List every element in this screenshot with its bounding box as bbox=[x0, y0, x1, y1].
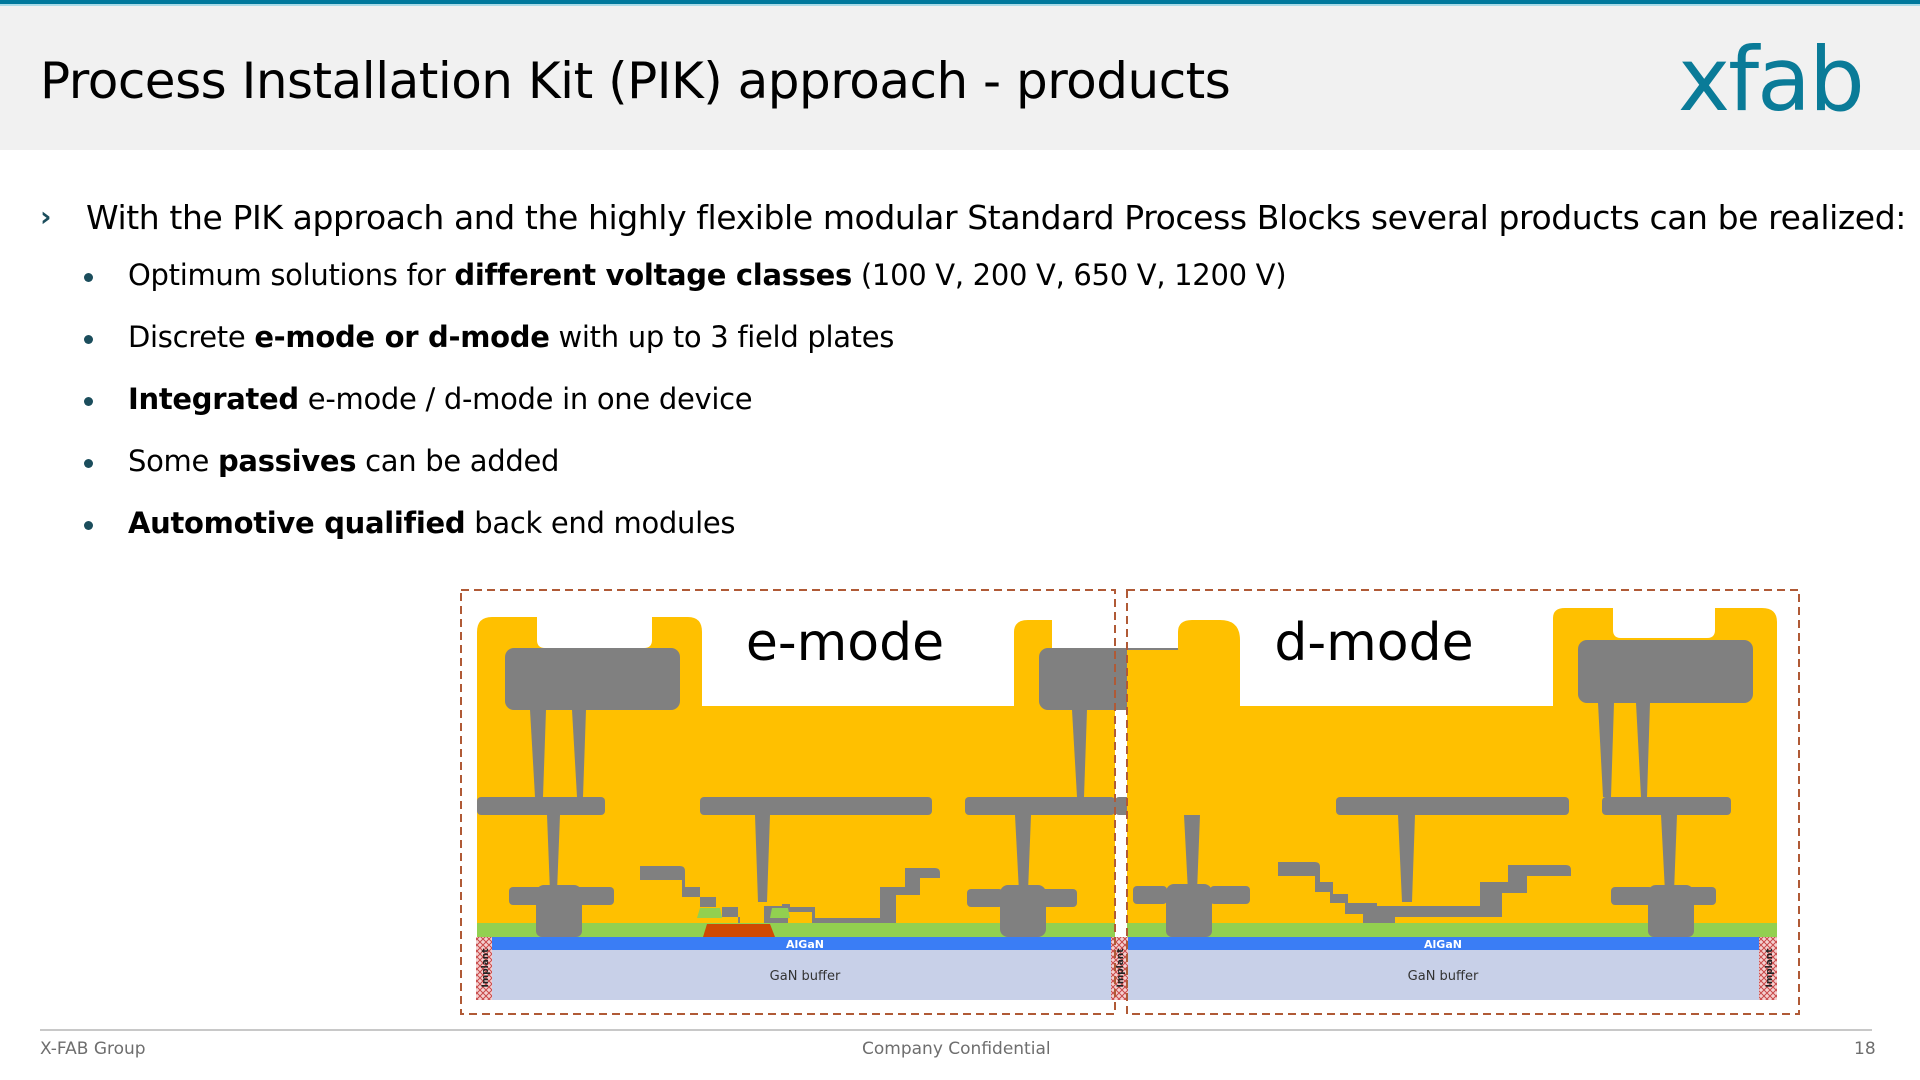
dmode-via bbox=[1661, 815, 1677, 892]
bullet-item: Discrete e-mode or d-mode with up to 3 f… bbox=[0, 320, 1500, 364]
bullet-text: Some passives can be added bbox=[128, 444, 560, 478]
page-number: 18 bbox=[1854, 1039, 1876, 1059]
emode-contact-through-passivation bbox=[536, 915, 582, 937]
bullet-item: Optimum solutions for different voltage … bbox=[0, 258, 1500, 302]
dmode-m1-source bbox=[1133, 886, 1167, 904]
dmode-via bbox=[1398, 815, 1415, 902]
dmode-dashed-frame bbox=[1126, 589, 1800, 1015]
top-accent-bar bbox=[0, 0, 1920, 4]
bullet-dot-icon bbox=[84, 397, 93, 406]
bullet-dot-icon bbox=[84, 459, 93, 468]
dmode-via bbox=[1184, 815, 1200, 892]
dmode-gan-label: GaN buffer bbox=[1408, 969, 1479, 984]
dmode-via bbox=[1636, 703, 1650, 797]
xfab-logo: xfab bbox=[1678, 28, 1865, 131]
footer-divider bbox=[40, 1029, 1872, 1031]
main-bullet: › With the PIK approach and the highly f… bbox=[0, 196, 1920, 246]
emode-passivation bbox=[477, 923, 1115, 937]
emode-m1-drain bbox=[967, 889, 1003, 907]
emode-via bbox=[530, 710, 546, 797]
dmode-gan-buffer bbox=[1127, 950, 1759, 1000]
emode-m2-source bbox=[477, 797, 605, 815]
emode-source-pad bbox=[505, 648, 680, 710]
shared-via bbox=[1072, 710, 1087, 797]
implant-label: Implant bbox=[481, 948, 491, 988]
dmode-algan-label: AlGaN bbox=[1424, 938, 1462, 951]
emode-algan-layer bbox=[492, 937, 1115, 950]
implant-region bbox=[476, 937, 492, 1000]
implant-region bbox=[1759, 937, 1777, 1000]
emode-via bbox=[572, 710, 586, 797]
footer-company: X-FAB Group bbox=[40, 1039, 146, 1059]
bullet-dot-icon bbox=[84, 521, 93, 530]
dmode-contact-through-passivation bbox=[1648, 915, 1694, 937]
emode-m2-drain bbox=[965, 797, 1115, 815]
dmode-passivation bbox=[1127, 923, 1777, 937]
emode-algan-label: AlGaN bbox=[786, 938, 824, 951]
emode-via bbox=[755, 815, 770, 902]
bullet-dot-icon bbox=[84, 335, 93, 344]
dmode-via bbox=[1598, 703, 1614, 797]
bullet-text: Automotive qualified back end modules bbox=[128, 506, 736, 540]
dmode-m2-drain bbox=[1602, 797, 1731, 815]
emode-device: AlGaN GaN buffer Implant e-mode bbox=[476, 613, 1115, 1000]
implant-label: Implant bbox=[1116, 948, 1126, 988]
bullet-text: Integrated e-mode / d-mode in one device bbox=[128, 382, 753, 416]
chevron-right-icon: › bbox=[40, 200, 52, 233]
emode-gate-green bbox=[770, 908, 790, 918]
implant-label: Implant bbox=[1765, 948, 1775, 988]
emode-gan-label: GaN buffer bbox=[770, 969, 841, 984]
emode-stepped-fieldplate bbox=[640, 866, 940, 937]
dmode-stepped-fieldplate bbox=[1278, 862, 1571, 935]
emode-dashed-frame bbox=[460, 589, 1116, 1015]
top-accent-line bbox=[0, 4, 1920, 6]
dmode-device: AlGaN GaN buffer Implant Implant d-mode bbox=[1111, 608, 1777, 1000]
intro-text: With the PIK approach and the highly fle… bbox=[86, 198, 1906, 237]
emode-pgan-gate bbox=[703, 924, 775, 937]
dmode-algan-layer bbox=[1127, 937, 1759, 950]
emode-m1-source bbox=[509, 887, 543, 905]
emode-label: e-mode bbox=[746, 613, 944, 673]
emode-gan-buffer bbox=[492, 950, 1115, 1000]
bullet-text: Discrete e-mode or d-mode with up to 3 f… bbox=[128, 320, 895, 354]
dmode-top-pad bbox=[1578, 640, 1753, 703]
footer-confidentiality: Company Confidential bbox=[862, 1039, 1051, 1059]
emode-ohmic-contact bbox=[1000, 885, 1046, 937]
slide-title: Process Installation Kit (PIK) approach … bbox=[40, 52, 1231, 110]
bullet-text: Optimum solutions for different voltage … bbox=[128, 258, 1287, 292]
slide-header: Process Installation Kit (PIK) approach … bbox=[0, 6, 1920, 150]
dmode-contact-through-passivation bbox=[1166, 915, 1212, 937]
bullet-dot-icon bbox=[84, 273, 93, 282]
dmode-label: d-mode bbox=[1274, 613, 1473, 673]
dmode-m1-source bbox=[1210, 886, 1250, 904]
emode-gate-green bbox=[697, 908, 722, 918]
emode-via bbox=[547, 815, 560, 892]
bullet-item: Automotive qualified back end modules bbox=[0, 506, 1500, 550]
dmode-gate-fieldplate bbox=[1336, 797, 1569, 815]
emode-via bbox=[1015, 815, 1031, 892]
bullet-item: Integrated e-mode / d-mode in one device bbox=[0, 382, 1500, 426]
bullet-item: Some passives can be added bbox=[0, 444, 1500, 488]
dmode-m1-drain bbox=[1611, 887, 1653, 905]
emode-gate-fieldplate bbox=[700, 797, 932, 815]
